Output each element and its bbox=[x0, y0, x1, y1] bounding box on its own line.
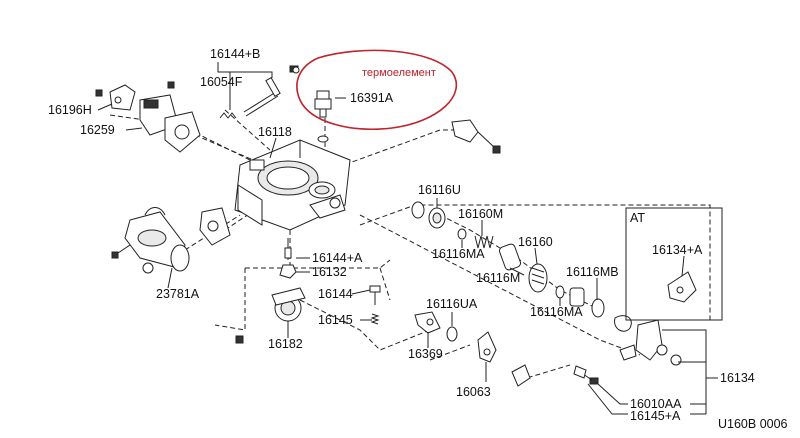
label-16369: 16369 bbox=[408, 347, 443, 361]
throttle-body-16118 bbox=[234, 139, 351, 231]
annotation-text: термоелемент bbox=[362, 67, 436, 79]
label-16196H: 16196H bbox=[48, 103, 92, 117]
label-16116MA-1: 16116MA bbox=[432, 247, 485, 261]
washer-16116MA-2 bbox=[555, 285, 565, 299]
label-16144A: 16144+A bbox=[312, 251, 363, 265]
thermo-element-16391A bbox=[314, 90, 332, 143]
aac-valve-16182 bbox=[235, 287, 306, 344]
label-16132: 16132 bbox=[312, 265, 347, 279]
washer-16116MA-1 bbox=[457, 228, 467, 240]
label-16160M: 16160M bbox=[458, 207, 503, 221]
throttle-position-sensor-16259 bbox=[139, 94, 201, 153]
label-at: AT bbox=[630, 211, 645, 225]
annotation-circle bbox=[296, 49, 458, 130]
label-16145: 16145 bbox=[318, 313, 353, 327]
collar-16116UA bbox=[446, 326, 458, 342]
label-16144B: 16144+B bbox=[210, 47, 260, 61]
label-16054F: 16054F bbox=[200, 75, 243, 89]
label-16118: 16118 bbox=[258, 125, 292, 139]
lever-16063 bbox=[477, 331, 531, 387]
screw-16144A bbox=[279, 238, 297, 279]
screw-16144 bbox=[369, 285, 381, 305]
label-16116M: 16116M bbox=[476, 271, 520, 285]
label-16134A: 16134+A bbox=[652, 243, 703, 257]
label-16160: 16160 bbox=[518, 235, 553, 249]
label-16116UA: 16116UA bbox=[426, 297, 478, 311]
leader-lines bbox=[97, 62, 718, 415]
label-16010AA: 16010AA bbox=[630, 397, 682, 411]
link-16369 bbox=[414, 311, 441, 334]
spring-16160 bbox=[528, 263, 548, 293]
sleeve-16116M bbox=[499, 243, 521, 271]
label-16116U: 16116U bbox=[418, 183, 461, 197]
label-16259: 16259 bbox=[80, 123, 115, 137]
sensor-bracket-16196H bbox=[95, 81, 175, 111]
label-16391A: 16391A bbox=[350, 91, 394, 105]
label-23781A: 23781A bbox=[156, 287, 200, 301]
collar-16116U bbox=[411, 201, 446, 229]
label-16116MB: 16116MB bbox=[566, 265, 619, 279]
label-16145A: 16145+A bbox=[630, 409, 681, 423]
label-16182: 16182 bbox=[268, 337, 303, 351]
spring-16160M bbox=[474, 235, 494, 249]
gasket-plate bbox=[199, 207, 231, 246]
at-inset bbox=[625, 207, 723, 321]
throttle-drum-16134 bbox=[573, 315, 682, 385]
label-16144: 16144 bbox=[318, 287, 353, 301]
idle-air-control-23781A bbox=[111, 207, 190, 274]
shaft-spring-16144B bbox=[219, 65, 300, 119]
sleeve-16116MB bbox=[569, 287, 605, 318]
label-16116MA-2: 16116MA bbox=[530, 305, 583, 319]
assembly-guide-lines bbox=[109, 109, 711, 381]
label-16134: 16134 bbox=[720, 371, 755, 385]
cable-bracket bbox=[451, 119, 501, 154]
spring-16145 bbox=[370, 313, 380, 325]
diagram-code: U160B 0006 bbox=[718, 417, 788, 431]
label-16063: 16063 bbox=[456, 385, 491, 399]
